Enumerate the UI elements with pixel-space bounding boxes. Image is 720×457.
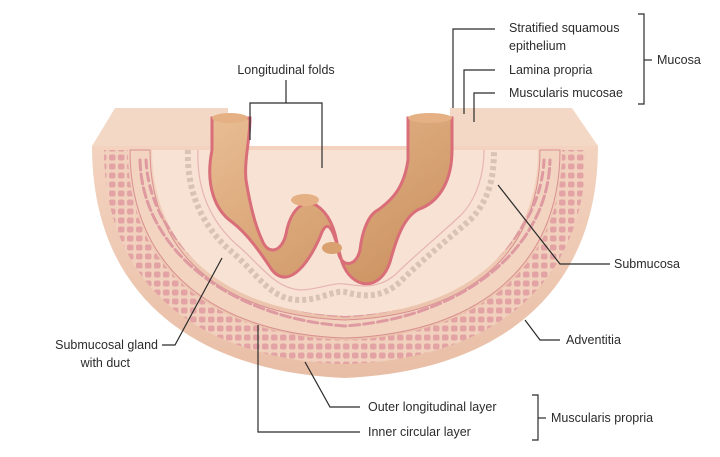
fold-top xyxy=(212,113,248,123)
label-outer-longitudinal: Outer longitudinal layer xyxy=(368,400,497,414)
fold-top xyxy=(408,113,452,123)
tissue-body xyxy=(92,108,598,378)
fold-top xyxy=(322,242,342,254)
label-muscularis-propria: Muscularis propria xyxy=(551,411,654,425)
label-submucosa: Submucosa xyxy=(614,257,681,271)
label-longitudinal-folds: Longitudinal folds xyxy=(237,63,335,77)
label-with-duct: with duct xyxy=(80,356,130,370)
fold-top xyxy=(291,194,319,206)
label-submucosal-gland: Submucosal gland xyxy=(55,338,158,352)
submucosal-glands xyxy=(184,149,497,304)
label-inner-circular: Inner circular layer xyxy=(368,425,471,439)
top-face-right xyxy=(450,108,598,146)
label-muscularis-mucosae: Muscularis mucosae xyxy=(509,86,623,100)
mucosa-folds xyxy=(184,113,497,304)
top-face xyxy=(92,108,228,146)
leader-lines xyxy=(162,13,652,441)
label-adventitia: Adventitia xyxy=(566,333,621,347)
label-lamina-propria: Lamina propria xyxy=(509,63,593,77)
label-mucosa: Mucosa xyxy=(657,53,701,67)
inner-circular-muscle xyxy=(129,149,561,339)
label-epithelium: epithelium xyxy=(509,39,566,53)
muscularis-mucosae-line xyxy=(197,149,485,291)
label-stratified-squamous: Stratified squamous xyxy=(509,21,620,35)
